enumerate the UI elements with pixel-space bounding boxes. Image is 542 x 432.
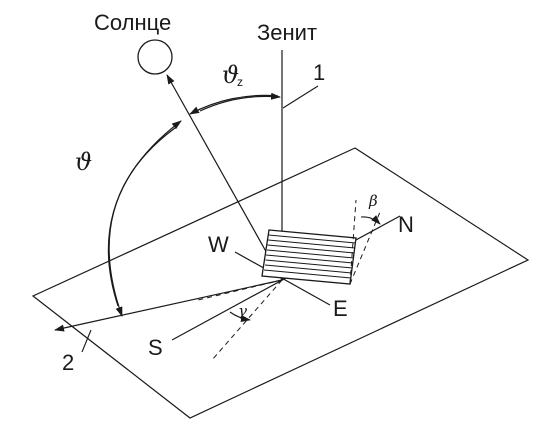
zenith-angle-subscript: z <box>237 75 243 89</box>
gamma-symbol: γ <box>238 302 247 320</box>
label-1-leader <box>282 85 319 109</box>
south-label: S <box>148 335 163 360</box>
ground-plane <box>31 147 530 419</box>
label-2: 2 <box>62 350 74 375</box>
east-label: E <box>333 296 348 321</box>
beta-angle-arc <box>360 215 381 225</box>
dashed-construction <box>197 199 381 361</box>
zenith-label: Зенит <box>257 20 317 45</box>
projection-line <box>54 279 283 332</box>
beta-symbol: β <box>368 192 378 210</box>
zenith-angle-arc-start <box>199 92 281 112</box>
zenith-angle-arc <box>189 94 279 115</box>
label-2-leader <box>81 329 92 353</box>
elevation-angle-arc <box>108 127 176 317</box>
zenith-angle-symbol: ϑ <box>222 61 239 89</box>
north-label: N <box>398 212 414 237</box>
solar-panel <box>261 229 357 285</box>
sun-label: Солнце <box>94 10 171 35</box>
sun-direction-line <box>166 74 283 281</box>
label-1: 1 <box>313 60 325 85</box>
theta-symbol: ϑ <box>75 148 92 176</box>
west-label: W <box>208 232 229 257</box>
sun-circle <box>137 39 173 75</box>
elevation-angle-arc-start <box>107 120 182 307</box>
gamma-angle-arc <box>229 311 251 322</box>
